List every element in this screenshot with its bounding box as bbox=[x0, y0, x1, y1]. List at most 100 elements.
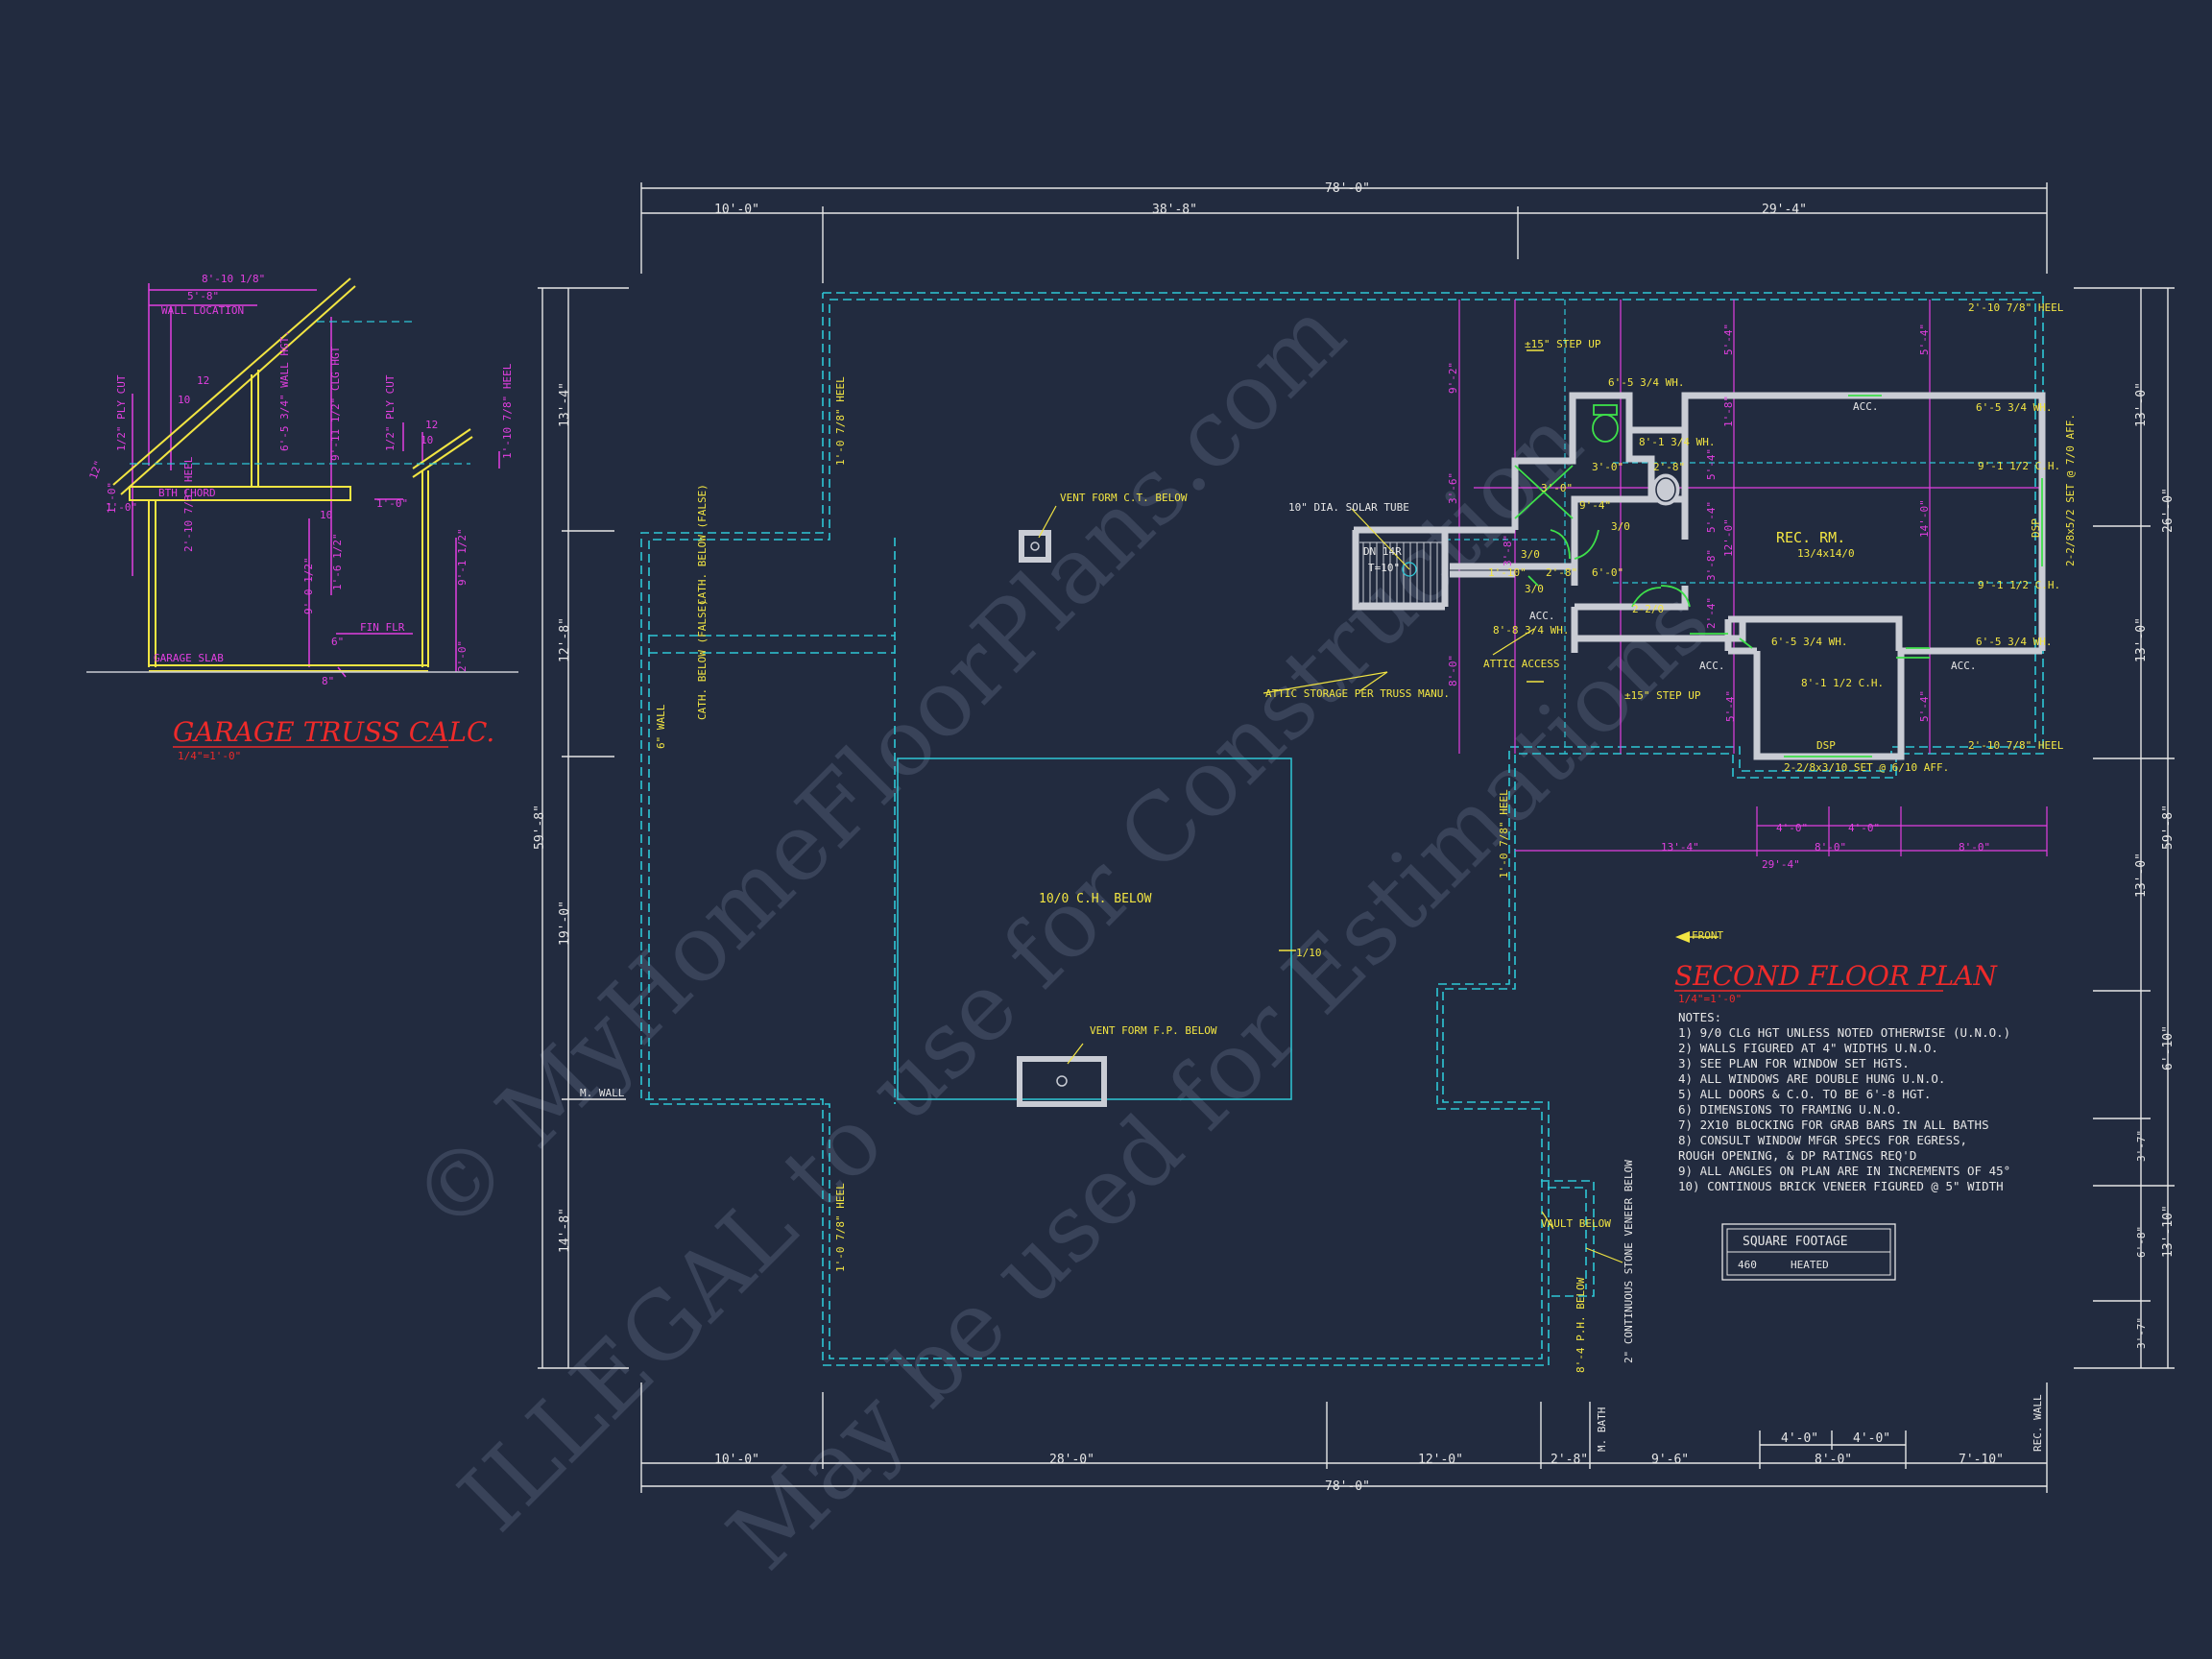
left-seg1: 13'-4" bbox=[558, 382, 572, 427]
bottom-seg5: 9'-6" bbox=[1651, 1453, 1689, 1467]
truss-left-12: 12" bbox=[87, 459, 106, 481]
square-footage-box: SQUARE FOOTAGE 460 HEATED bbox=[1721, 1223, 1896, 1281]
r5: 9'-4" bbox=[1579, 499, 1611, 512]
truss-nine: 9'-0 1/2" bbox=[302, 557, 315, 614]
ch-below: 10/0 C.H. BELOW bbox=[1039, 892, 1152, 906]
acc3: ACC. bbox=[1699, 660, 1725, 672]
step-up-top: ±15" STEP UP bbox=[1525, 338, 1601, 350]
bottom-sub1: 4'-0" bbox=[1781, 1431, 1818, 1446]
bottom-seg7: 7'-10" bbox=[1959, 1453, 2004, 1467]
ch2: 9'-1 1/2 C.H. bbox=[1978, 579, 2060, 591]
inner-dim-b: 4'-0" bbox=[1776, 822, 1808, 834]
right-seg1: 13'-0" bbox=[2134, 382, 2149, 427]
note-line: ROUGH OPENING, & DP RATINGS REQ'D bbox=[1678, 1148, 1916, 1163]
note-line: 6) DIMENSIONS TO FRAMING U.N.O. bbox=[1678, 1102, 1902, 1117]
step-up-bottom: ±15" STEP UP bbox=[1624, 689, 1701, 702]
bottom-seg3: 12'-0" bbox=[1418, 1453, 1463, 1467]
bottom-m-bath: M. BATH bbox=[1596, 1407, 1608, 1452]
heel-bottom: 1'-0 7/8" HEEL bbox=[834, 1183, 847, 1272]
truss-wall-location: WALL LOCATION bbox=[161, 304, 244, 317]
bottom-rec-wall: REC. WALL bbox=[2032, 1394, 2044, 1452]
truss-garage-slab: GARAGE SLAB bbox=[154, 652, 224, 664]
vault-below: VAULT BELOW bbox=[1541, 1217, 1611, 1230]
r10: 2-2/0 bbox=[1632, 603, 1664, 615]
truss-rafter-cut-right: 1/2" PLY CUT bbox=[384, 374, 397, 451]
rec-rm-size: 13/4x14/0 bbox=[1797, 547, 1855, 560]
note-line: 3) SEE PLAN FOR WINDOW SET HGTS. bbox=[1678, 1056, 1910, 1070]
r6: 3/0 bbox=[1521, 548, 1540, 561]
heel-top: 1'-0 7/8" HEEL bbox=[834, 376, 847, 466]
truss-rafter-cut-left: 1/2" PLY CUT bbox=[115, 374, 128, 451]
bottom-seg6: 8'-0" bbox=[1815, 1453, 1852, 1467]
right-seg8: 13'-10" bbox=[2161, 1205, 2176, 1258]
inner-dim-d: 8'-0" bbox=[1815, 841, 1846, 854]
right-overall: 59'-8" bbox=[2161, 805, 2176, 850]
note-line: 7) 2X10 BLOCKING FOR GRAB BARS IN ALL BA… bbox=[1678, 1118, 1989, 1132]
right-seg4: 13'-0" bbox=[2134, 853, 2149, 898]
truss-small-8: 8" bbox=[322, 675, 334, 687]
heel-r2: 2'-10 7/8" HEEL bbox=[1968, 739, 2064, 752]
note-line: 4) ALL WINDOWS ARE DOUBLE HUNG U.N.O. bbox=[1678, 1071, 1945, 1086]
truss-clg-hgt: 9'-11 1/2" CLG HGT bbox=[329, 346, 342, 461]
plan-room-labels: 1'-0 7/8" HEEL 1'-0 7/8" HEEL 1'-0 7/8" … bbox=[655, 301, 2077, 1373]
truss-fin-flr: FIN FLR bbox=[360, 621, 405, 634]
ch3: 8'-1 1/2 C.H. bbox=[1801, 677, 1884, 689]
attic-access: ATTIC ACCESS bbox=[1483, 658, 1559, 670]
v3: 3'-8" bbox=[1502, 535, 1514, 566]
ph-below: 8'-4 P.H. BELOW bbox=[1575, 1277, 1587, 1373]
plan-vertical-dims: 9'-2" 3'-6" 3'-8" 8'-0" 5'-4" 1'-8" 5'-4… bbox=[1447, 324, 1931, 722]
truss-right-2: 2'-0" bbox=[456, 640, 469, 672]
v14: 14'-0" bbox=[1918, 499, 1931, 538]
cath2: CATH. BELOW (FALSE) bbox=[696, 599, 709, 720]
truss-pitch-right: 10 bbox=[421, 434, 433, 446]
bottom-seg2: 28'-0" bbox=[1049, 1453, 1094, 1467]
right-seg9: 3'-7" bbox=[2135, 1317, 2148, 1349]
plan-title: SECOND FLOOR PLAN bbox=[1674, 960, 1998, 992]
truss-bth-chord: BTH CHORD bbox=[158, 487, 216, 499]
bottom-overall: 78'-0" bbox=[1325, 1479, 1370, 1494]
vent-ct-block bbox=[1019, 530, 1051, 563]
rec-rm: REC. RM. bbox=[1776, 529, 1845, 546]
acc4: ACC. bbox=[1951, 660, 1977, 672]
right-seg7: 6'-8" bbox=[2135, 1226, 2148, 1258]
ceiling-area-below bbox=[897, 757, 1292, 1100]
sqft-label: HEATED bbox=[1791, 1259, 1829, 1271]
r11: 1'-10" bbox=[1488, 566, 1527, 579]
notes-list: 1) 9/0 CLG HGT UNLESS NOTED OTHERWISE (U… bbox=[1678, 1025, 2010, 1193]
note-line: 5) ALL DOORS & C.O. TO BE 6'-8 HGT. bbox=[1678, 1087, 1931, 1101]
v8: 12'-0" bbox=[1722, 518, 1735, 557]
t10: T=10" bbox=[1368, 562, 1400, 574]
truss-one-six: 1'-6 1/2" bbox=[331, 533, 344, 590]
top-seg3: 29'-4" bbox=[1762, 203, 1807, 217]
right-seg5: 6'-10" bbox=[2161, 1025, 2176, 1070]
upper-floor-walls bbox=[1352, 392, 2046, 760]
truss-right-9: 9'-1 1/2" bbox=[456, 528, 469, 586]
left-seg2: 12'-8" bbox=[558, 617, 572, 662]
wh4: 6'-5 3/4 WH. bbox=[1976, 636, 2052, 648]
six-wall: 6" WALL bbox=[655, 704, 667, 749]
acc1: ACC. bbox=[1853, 400, 1879, 413]
sqft-value: 460 bbox=[1738, 1259, 1757, 1271]
dimension-lines bbox=[538, 182, 2175, 1493]
wh1: 6'-5 3/4 WH. bbox=[1608, 376, 1684, 389]
sqft-title: SQUARE FOOTAGE bbox=[1743, 1235, 1848, 1249]
truss-top-dim: 8'-10 1/8" bbox=[202, 273, 265, 285]
heel-r1: 2'-10 7/8" HEEL bbox=[1968, 301, 2064, 314]
v13: 5'-4" bbox=[1918, 324, 1931, 355]
wh6: 8'-1 3/4 WH. bbox=[1639, 436, 1715, 448]
truss-ten: 10 bbox=[320, 509, 332, 521]
bottom-seg4: 2'-8" bbox=[1551, 1453, 1588, 1467]
left-m-wall: M. WALL bbox=[580, 1087, 625, 1099]
right-seg2: 26'-0" bbox=[2161, 488, 2176, 533]
truss-dim2: 5'-8" bbox=[187, 290, 219, 302]
top-seg1: 10'-0" bbox=[714, 203, 759, 217]
inner-dim-a: 13'-4" bbox=[1661, 841, 1699, 854]
right-seg3: 13'-0" bbox=[2134, 617, 2149, 662]
win1: 2-2/8x5/2 SET @ 7/0 AFF. bbox=[2064, 414, 2077, 566]
plan-scale: 1/4"=1'-0" bbox=[1678, 993, 1742, 1005]
acc2: ACC. bbox=[1529, 610, 1555, 622]
solar-tube: 10" DIA. SOLAR TUBE bbox=[1288, 501, 1409, 514]
front-label: FRONT bbox=[1692, 929, 1723, 942]
plan-inner-dims: 13'-4" 4'-0" 4'-0" 8'-0" 8'-0" 29'-4" bbox=[1661, 822, 1990, 871]
